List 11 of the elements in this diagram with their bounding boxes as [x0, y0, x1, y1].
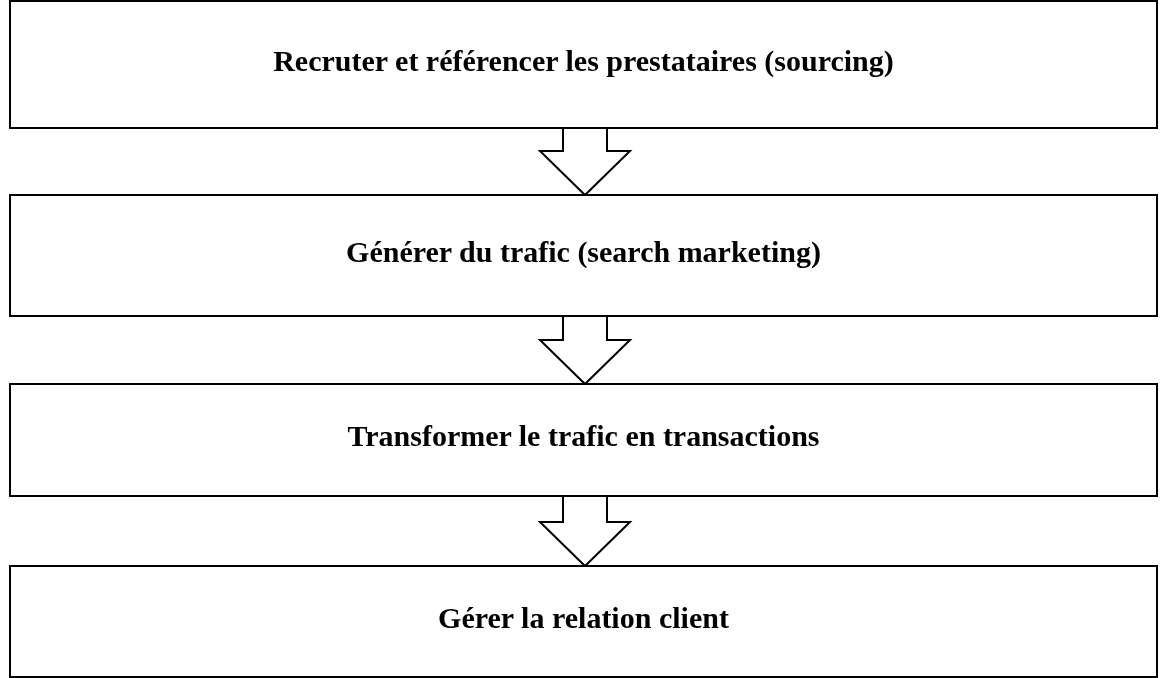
process-box — [9, 194, 1158, 317]
box-label: Générer du trafic (search marketing) — [346, 234, 821, 269]
process-box — [9, 565, 1158, 678]
box-label: Transformer le trafic en transactions — [347, 419, 820, 453]
block-arrow — [537, 127, 633, 197]
process-box — [9, 0, 1158, 129]
box-label: Gérer la relation client — [438, 600, 729, 635]
box-label: Recruter et référencer les prestataires (sourcing) — [273, 43, 894, 78]
block-arrow — [537, 315, 633, 386]
process-box — [9, 383, 1158, 497]
block-arrow — [537, 495, 633, 568]
